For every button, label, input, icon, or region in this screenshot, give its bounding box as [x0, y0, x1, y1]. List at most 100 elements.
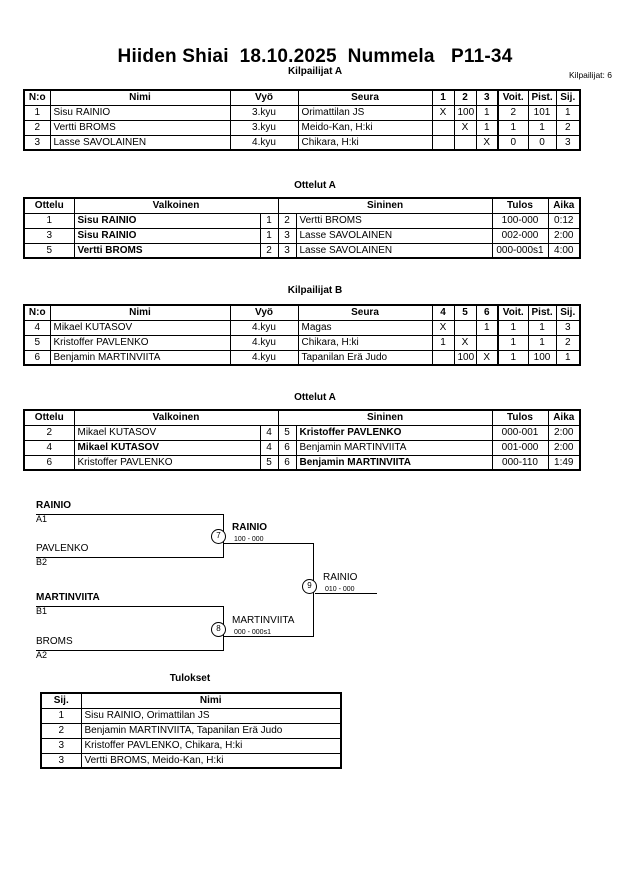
cell-m2: [453, 134, 477, 151]
cell-no: 2: [23, 119, 51, 136]
cell-m5: X: [453, 334, 477, 351]
cell-m1: [431, 119, 455, 136]
cell-blue-no: 6: [277, 439, 297, 456]
cell-m5: 100: [453, 349, 477, 366]
cell-result: 000-110: [491, 454, 549, 471]
matches-b-table: Ottelu Valkoinen Sininen Tulos Aika 2 Mi…: [23, 409, 581, 471]
col-points: Pist.: [527, 304, 557, 321]
cell-belt: 3.kyu: [229, 119, 299, 136]
col-aika: Aika: [547, 197, 581, 214]
cell-points: 1: [527, 319, 557, 336]
cell-belt: 4.kyu: [229, 134, 299, 151]
bracket-node-name-7: RAINIO: [232, 522, 267, 533]
pool-b-block: N:o Nimi Vyö Seura 4 5 6 Voit. Pist. Sij…: [23, 304, 581, 366]
cell-time: 2:00: [547, 424, 581, 441]
cell-name: Lasse SAVOLAINEN: [49, 134, 231, 151]
cell-name: Sisu RAINIO: [49, 104, 231, 121]
col-wins: Voit.: [497, 89, 529, 106]
cell-no: 6: [23, 349, 51, 366]
cell-m6: [475, 334, 499, 351]
cell-no: 5: [23, 334, 51, 351]
cell-name: Mikael KUTASOV: [49, 319, 231, 336]
cell-white: Mikael KUTASOV: [73, 424, 261, 441]
col-aika: Aika: [547, 409, 581, 426]
cell-rank: 3: [40, 737, 82, 754]
col-club: Seura: [297, 304, 433, 321]
col-m3: 3: [475, 89, 499, 106]
cell-m3: 1: [475, 104, 499, 121]
cell-belt: 4.kyu: [229, 349, 299, 366]
cell-match-no: 4: [23, 439, 75, 456]
table-row: 2 Mikael KUTASOV 4 5 Kristoffer PAVLENKO…: [23, 424, 581, 441]
cell-wins: 1: [497, 119, 529, 136]
cell-club: Orimattilan JS: [297, 104, 433, 121]
table-header-row: N:o Nimi Vyö Seura 1 2 3 Voit. Pist. Sij…: [23, 89, 581, 106]
cell-rank: 1: [40, 707, 82, 724]
matches-b-block: Ottelu Valkoinen Sininen Tulos Aika 2 Mi…: [23, 409, 581, 471]
cell-rank: 3: [555, 134, 581, 151]
table-row: 1 Sisu RAINIO 1 2 Vertti BROMS 100-000 0…: [23, 212, 581, 229]
cell-name: Vertti BROMS: [49, 119, 231, 136]
cell-points: 101: [527, 104, 557, 121]
tournament-bracket: RAINIO A1 PAVLENKO B2 7 RAINIO 100 - 000…: [0, 495, 630, 675]
cell-m3: 1: [475, 119, 499, 136]
col-ottelu: Ottelu: [23, 197, 75, 214]
table-row: 3 Vertti BROMS, Meido-Kan, H:ki: [40, 752, 342, 769]
cell-name: Kristoffer PAVLENKO, Chikara, H:ki: [80, 737, 342, 754]
bracket-seed-line-4: [36, 650, 224, 651]
cell-white: Vertti BROMS: [73, 242, 261, 259]
col-name: Nimi: [49, 304, 231, 321]
table-row: 2 Vertti BROMS 3.kyu Meido-Kan, H:ki X 1…: [23, 119, 581, 136]
cell-match-no: 6: [23, 454, 75, 471]
cell-m6: X: [475, 349, 499, 366]
col-wins: Voit.: [497, 304, 529, 321]
cell-m4: X: [431, 319, 455, 336]
cell-blue: Kristoffer PAVLENKO: [295, 424, 493, 441]
cell-time: 2:00: [547, 439, 581, 456]
cell-name: Sisu RAINIO, Orimattilan JS: [80, 707, 342, 724]
col-valkoinen: Valkoinen: [73, 197, 279, 214]
bracket-node-line-8: [224, 636, 314, 637]
bracket-node-line-9: [315, 593, 377, 594]
bracket-node-9: 9: [302, 579, 317, 594]
cell-rank: 2: [40, 722, 82, 739]
cell-points: 100: [527, 349, 557, 366]
bracket-seed-code-3: B1: [36, 606, 48, 616]
table-header-row: N:o Nimi Vyö Seura 4 5 6 Voit. Pist. Sij…: [23, 304, 581, 321]
table-row: 2 Benjamin MARTINVIITA, Tapanilan Erä Ju…: [40, 722, 342, 739]
cell-white-no: 1: [259, 212, 279, 229]
cell-time: 0:12: [547, 212, 581, 229]
cell-name: Benjamin MARTINVIITA: [49, 349, 231, 366]
cell-no: 4: [23, 319, 51, 336]
cell-blue-no: 3: [277, 227, 297, 244]
bracket-seed-line-3: [36, 606, 224, 607]
cell-match-no: 2: [23, 424, 75, 441]
cell-m4: [431, 349, 455, 366]
table-row: 4 Mikael KUTASOV 4 6 Benjamin MARTINVIIT…: [23, 439, 581, 456]
cell-wins: 1: [497, 334, 529, 351]
cell-time: 4:00: [547, 242, 581, 259]
cell-points: 1: [527, 119, 557, 136]
cell-club: Chikara, H:ki: [297, 334, 433, 351]
table-row: 3 Lasse SAVOLAINEN 4.kyu Chikara, H:ki X…: [23, 134, 581, 151]
cell-m5: [453, 319, 477, 336]
bracket-node-line-7: [224, 543, 314, 544]
cell-match-no: 3: [23, 227, 75, 244]
cell-rank: 1: [555, 349, 581, 366]
competitor-count: Kilpailijat: 6: [569, 70, 612, 80]
col-name: Nimi: [80, 692, 342, 709]
cell-belt: 3.kyu: [229, 104, 299, 121]
cell-white-no: 4: [259, 439, 279, 456]
page-title: Hiiden Shiai 18.10.2025 Nummela P11-34: [117, 46, 513, 67]
bracket-node-name-8: MARTINVIITA: [232, 615, 295, 626]
cell-wins: 1: [497, 319, 529, 336]
col-tulos: Tulos: [491, 409, 549, 426]
pool-a-block: N:o Nimi Vyö Seura 1 2 3 Voit. Pist. Sij…: [23, 89, 581, 151]
cell-match-no: 1: [23, 212, 75, 229]
bracket-node-score-8: 000 - 000s1: [234, 629, 271, 636]
cell-name: Kristoffer PAVLENKO: [49, 334, 231, 351]
bracket-seed-code-1: A1: [36, 514, 48, 524]
table-row: 3 Sisu RAINIO 1 3 Lasse SAVOLAINEN 002-0…: [23, 227, 581, 244]
cell-name: Benjamin MARTINVIITA, Tapanilan Erä Judo: [80, 722, 342, 739]
matches-a-table: Ottelu Valkoinen Sininen Tulos Aika 1 Si…: [23, 197, 581, 259]
